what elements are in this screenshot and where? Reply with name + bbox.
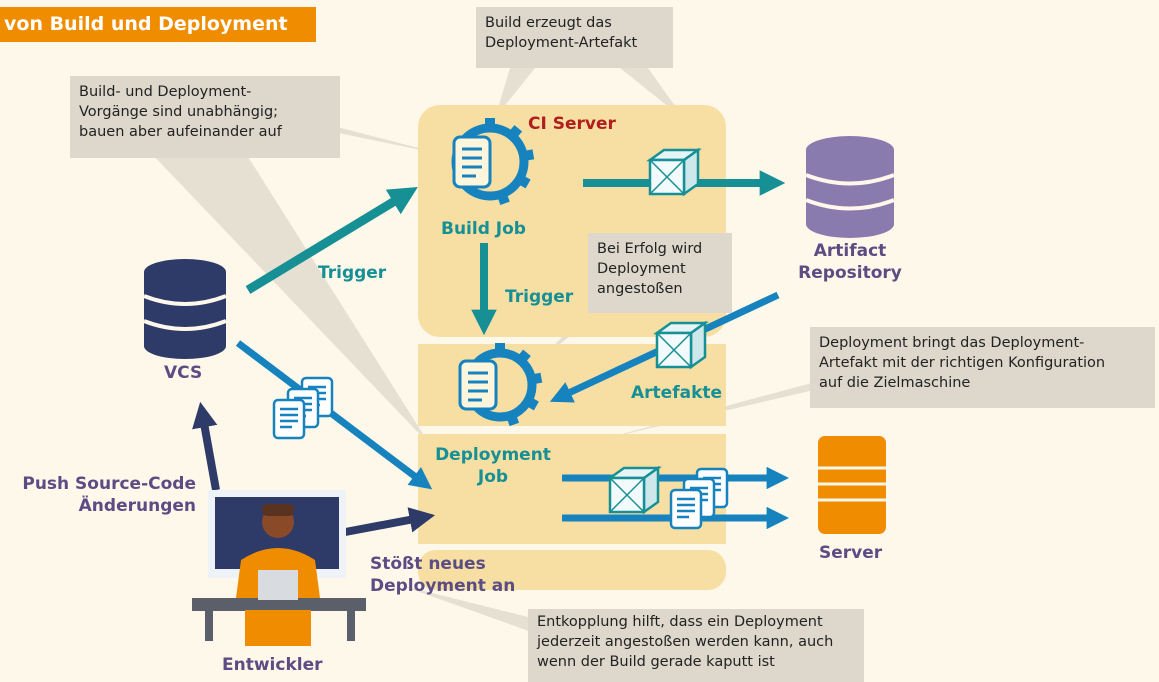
artifact-repository-database-icon — [805, 136, 895, 238]
label-line: Job — [477, 467, 509, 487]
ci-server-label: CI Server — [528, 114, 616, 134]
push-label: Push Source-Code Änderungen — [6, 473, 196, 517]
artefakte-label: Artefakte — [631, 383, 723, 403]
label-line: Artifact — [813, 241, 887, 261]
deployment-job-gear-icon — [458, 343, 543, 427]
developer-to-vcs-arrow — [192, 401, 220, 491]
label-line: Repository — [798, 263, 902, 283]
note-line: Deployment-Artefakt — [485, 35, 638, 51]
note-line: auf die Zielmaschine — [819, 375, 971, 391]
note-build-artifact: Build erzeugt das Deployment-Artefakt — [476, 7, 673, 68]
note-line: Deployment bringt das Deployment- — [819, 335, 1085, 351]
vcs-label: VCS — [164, 363, 203, 383]
artifact-repository-label: Artifact Repository — [790, 240, 910, 284]
note-line: Build- und Deployment- — [79, 84, 252, 100]
label-line: Deployment — [435, 445, 551, 465]
note-success: Bei Erfolg wird Deployment angestoßen — [588, 233, 732, 313]
developer-label: Entwickler — [222, 655, 323, 675]
note-line: Vorgänge sind unabhängig; — [79, 104, 279, 120]
server-icon — [818, 436, 886, 534]
developer-icon — [192, 490, 366, 646]
note-line: jederzeit angestoßen werden kann, auch — [537, 634, 834, 650]
note-decoupling: Entkopplung hilft, dass ein Deployment j… — [528, 609, 864, 682]
label-line: Deployment an — [370, 576, 516, 596]
note-deploy-config: Deployment bringt das Deployment- Artefa… — [810, 327, 1155, 408]
callout-pointer — [400, 585, 540, 635]
note-line: angestoßen — [597, 281, 683, 297]
developer-to-deployment-arrow — [339, 507, 436, 537]
note-line: bauen aber aufeinander auf — [79, 124, 282, 140]
page-title: von Build und Deployment — [0, 7, 316, 42]
build-job-gear-icon — [451, 118, 535, 206]
note-line: Artefakt mit der richtigen Konfiguration — [819, 355, 1106, 371]
trigger-arrow-vcs — [245, 187, 418, 294]
label-line: Push Source-Code — [22, 474, 196, 494]
server-label: Server — [819, 543, 883, 563]
build-job-label: Build Job — [441, 219, 526, 239]
note-independent: Build- und Deployment- Vorgänge sind una… — [70, 76, 340, 158]
label-line: Änderungen — [78, 496, 196, 516]
stoesst-label: Stößt neues Deployment an — [370, 553, 515, 597]
deployment-job-label: Deployment Job — [428, 444, 558, 488]
source-docs-icon — [272, 376, 334, 440]
vcs-database-icon — [143, 259, 227, 359]
note-line: Deployment — [597, 261, 686, 277]
note-line: wenn der Build gerade kaputt ist — [537, 654, 775, 670]
note-line: Build erzeugt das — [485, 15, 612, 31]
note-line: Entkopplung hilft, dass ein Deployment — [537, 614, 823, 630]
note-line: Bei Erfolg wird — [597, 241, 703, 257]
callout-pointer — [150, 152, 430, 445]
artifact-box-icon — [608, 466, 660, 514]
trigger-label-build: Trigger — [505, 287, 574, 307]
trigger-label-vcs: Trigger — [318, 263, 387, 283]
artifact-box-icon — [655, 321, 707, 369]
artifact-box-icon — [648, 148, 700, 196]
label-line: Stößt neues — [370, 554, 486, 574]
deployment-panel-bottom — [418, 550, 726, 590]
